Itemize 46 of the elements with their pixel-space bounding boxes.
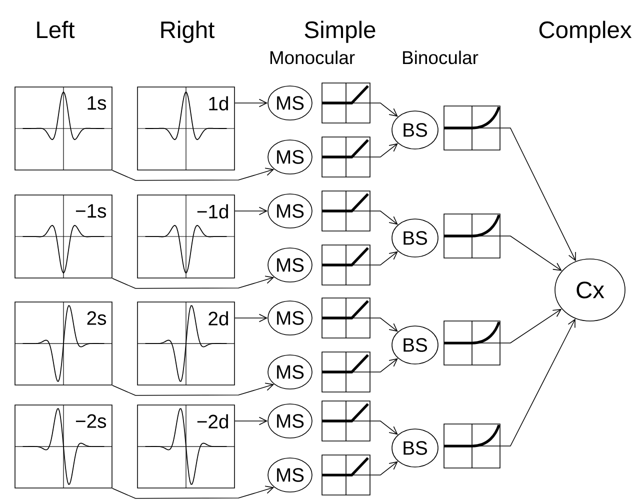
- receptive-field-plot: 1s: [14, 86, 112, 170]
- arrow: [234, 314, 268, 322]
- rectification-plot: [322, 244, 370, 286]
- column-heading: Binocular: [403, 50, 478, 64]
- rectification-plot: [444, 214, 500, 258]
- column-heading: Complex: [539, 20, 632, 43]
- rectification-plot: [322, 400, 370, 442]
- receptive-field-plot: −2s: [14, 404, 112, 488]
- arrow: [112, 168, 274, 181]
- rectification-plot: [322, 352, 370, 392]
- column-heading: Simple: [304, 20, 376, 43]
- arrow: [112, 486, 274, 499]
- arrow: [370, 210, 398, 225]
- rectification-plot: [322, 136, 370, 178]
- receptive-field-plot: 1d: [137, 86, 235, 170]
- rectification-plot: [322, 454, 370, 496]
- rectification-plot: [322, 82, 370, 124]
- rectification-plot: [322, 298, 370, 338]
- arrow: [370, 420, 398, 435]
- receptive-field-plot: 2s: [14, 302, 112, 386]
- arrow: [500, 318, 576, 446]
- arrow: [500, 128, 576, 262]
- arrow: [370, 143, 398, 158]
- arrow: [370, 358, 398, 372]
- arrow: [112, 382, 274, 396]
- rectification-plot: [444, 106, 500, 150]
- rectification-plot: [444, 424, 500, 468]
- receptive-field-plot: 2d: [137, 302, 235, 386]
- arrow: [112, 276, 274, 289]
- column-heading: Right: [161, 20, 214, 43]
- rectification-plot: [444, 320, 500, 366]
- arrow: [500, 236, 562, 271]
- arrow: [234, 206, 268, 216]
- arrow: [234, 416, 268, 426]
- arrow: [370, 461, 398, 476]
- arrow: [370, 318, 398, 332]
- arrow: [234, 98, 268, 108]
- receptive-field-plot: −1d: [137, 194, 235, 278]
- column-heading: Left: [37, 20, 75, 38]
- arrow: [370, 102, 398, 117]
- receptive-field-plot: −2d: [137, 404, 235, 488]
- rectification-plot: [322, 190, 370, 232]
- column-heading: Monocular: [270, 50, 355, 64]
- arrow: [370, 251, 398, 266]
- arrow: [500, 308, 562, 344]
- receptive-field-plot: −1s: [14, 194, 112, 278]
